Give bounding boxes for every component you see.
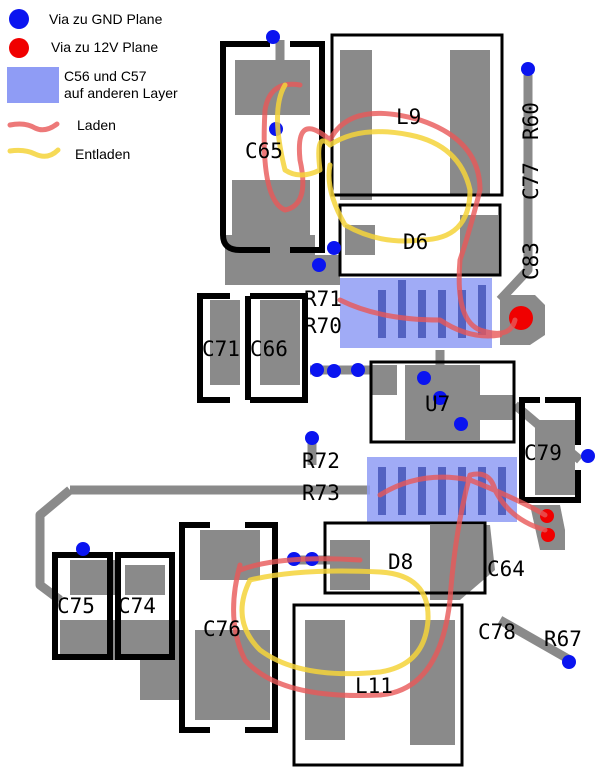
legend-caps-line1: C56 und C57	[64, 68, 147, 84]
label-c79: C79	[524, 441, 562, 465]
label-c78: C78	[478, 620, 516, 644]
label-r72: R72	[302, 449, 340, 473]
label-c74: C74	[118, 594, 156, 618]
legend-entladen: Entladen	[75, 146, 130, 162]
12v-via-legend-icon	[9, 38, 29, 58]
entladen-path-bottom	[239, 568, 431, 677]
legend-caps-line2: auf anderen Layer	[64, 85, 178, 101]
label-r60: R60	[519, 102, 543, 140]
label-d6: D6	[403, 230, 428, 254]
legend: Via zu GND Plane Via zu 12V Plane C56 un…	[7, 9, 178, 162]
label-c65: C65	[245, 139, 283, 163]
label-d8: D8	[388, 550, 413, 574]
label-c77: C77	[519, 162, 543, 200]
label-c64: C64	[487, 557, 525, 581]
component-outlines	[52, 33, 581, 767]
label-c83: C83	[519, 242, 543, 280]
label-r67: R67	[544, 627, 582, 651]
label-r70: R70	[304, 314, 342, 338]
gnd-via-legend-icon	[9, 9, 29, 29]
legend-laden: Laden	[77, 117, 116, 133]
legend-12v-via: Via zu 12V Plane	[51, 39, 158, 55]
component-labels: C65 L9 D6 R60 C77 C83 R71 R70 C71 C66 U7…	[57, 102, 582, 698]
entladen-legend-icon	[7, 147, 61, 159]
caps-legend-swatch	[7, 67, 59, 103]
laden-path-bottom	[231, 471, 548, 699]
label-r71: R71	[304, 287, 342, 311]
entladen-path-top	[275, 82, 473, 244]
label-c75: C75	[57, 594, 95, 618]
label-l11: L11	[355, 674, 393, 698]
label-c76: C76	[203, 617, 241, 641]
laden-path-top	[261, 81, 518, 339]
label-c71: C71	[202, 337, 240, 361]
legend-gnd-via: Via zu GND Plane	[49, 11, 163, 27]
label-l9: L9	[396, 105, 421, 129]
label-u7: U7	[425, 392, 450, 416]
laden-legend-icon	[7, 121, 60, 133]
label-c66: C66	[250, 337, 288, 361]
label-r73: R73	[302, 481, 340, 505]
